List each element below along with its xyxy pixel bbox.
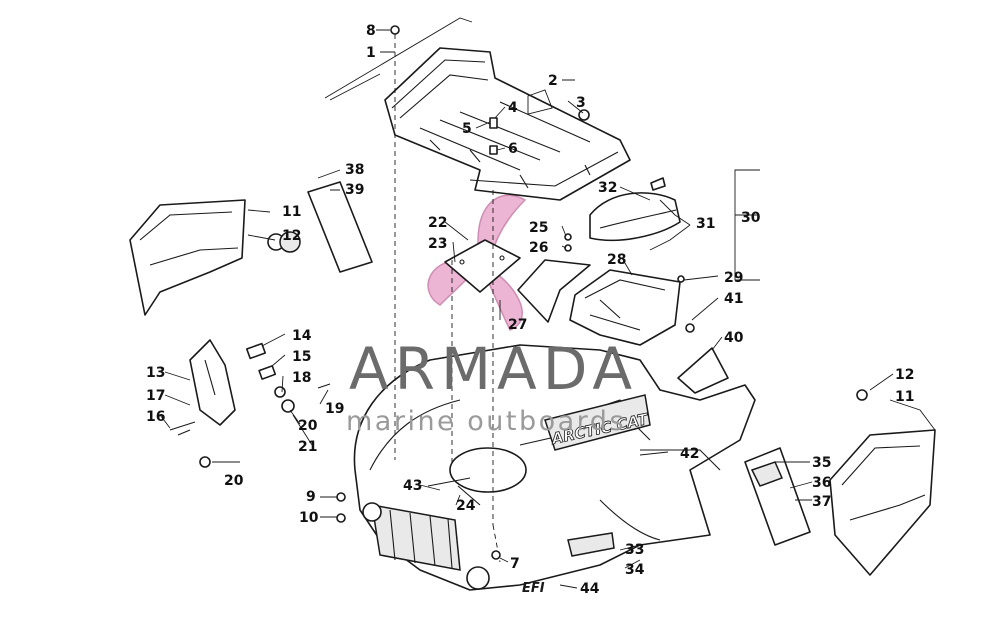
callout-14: 14 xyxy=(292,328,312,344)
callout-39: 39 xyxy=(345,182,364,198)
decal-38-39 xyxy=(307,181,373,273)
callout-40: 40 xyxy=(724,330,744,346)
callout-22: 22 xyxy=(428,215,447,231)
callout-9: 9 xyxy=(306,489,316,505)
callout-23: 23 xyxy=(428,236,447,252)
callout-5: 5 xyxy=(462,121,472,137)
callout-2: 2 xyxy=(548,73,558,89)
callout-6: 6 xyxy=(508,141,518,157)
callout-44: 44 xyxy=(580,581,600,597)
callout-17: 17 xyxy=(146,388,165,404)
callout-7: 7 xyxy=(510,556,520,572)
callout-15: 15 xyxy=(292,349,311,365)
callout-26: 26 xyxy=(529,240,548,256)
callout-24: 24 xyxy=(456,498,476,514)
callout-30: 30 xyxy=(741,210,761,226)
storage-compartment xyxy=(569,269,681,346)
bracket-22 xyxy=(444,239,521,293)
callout-41: 41 xyxy=(724,291,743,307)
callout-20-lower: 20 xyxy=(224,473,244,489)
front-body: ARCTIC CAT EFI xyxy=(353,344,756,596)
callout-28: 28 xyxy=(607,252,626,268)
callout-21: 21 xyxy=(298,439,317,455)
decal-40 xyxy=(677,347,729,394)
callout-43: 43 xyxy=(403,478,422,494)
right-side-panel xyxy=(829,429,936,576)
rear-rack xyxy=(324,17,631,201)
decal-35-37 xyxy=(744,447,811,546)
callout-27: 27 xyxy=(508,317,527,333)
panel-27 xyxy=(517,259,591,323)
callout-42: 42 xyxy=(680,446,699,462)
callout-34: 34 xyxy=(625,562,645,578)
callout-19: 19 xyxy=(325,401,344,417)
decal-35-strip xyxy=(750,461,784,487)
callout-3: 3 xyxy=(576,95,586,111)
callout-1: 1 xyxy=(366,45,376,61)
callout-8: 8 xyxy=(366,23,376,39)
leader-lines xyxy=(159,29,936,589)
callout-numbers: 8 1 2 3 4 5 6 38 39 11 12 32 31 30 22 23… xyxy=(146,23,914,597)
callout-25: 25 xyxy=(529,220,548,236)
callout-13: 13 xyxy=(146,365,165,381)
callout-35: 35 xyxy=(812,455,831,471)
callout-38: 38 xyxy=(345,162,364,178)
callout-12-right: 12 xyxy=(895,367,914,383)
callout-18: 18 xyxy=(292,370,311,386)
callout-29: 29 xyxy=(724,270,743,286)
callout-32: 32 xyxy=(598,180,617,196)
callout-37: 37 xyxy=(812,494,831,510)
watermark-subtitle: marine outboards xyxy=(346,406,626,437)
efi-badge: EFI xyxy=(522,581,545,596)
callout-12-left: 12 xyxy=(282,228,301,244)
watermark-title: ARMADA xyxy=(349,335,638,403)
callout-20-upper: 20 xyxy=(298,418,318,434)
callout-31: 31 xyxy=(696,216,715,232)
callout-36: 36 xyxy=(812,475,831,491)
headlight-assembly xyxy=(169,339,331,468)
callout-11-left: 11 xyxy=(282,204,301,220)
callout-11-right: 11 xyxy=(895,389,914,405)
left-side-panel xyxy=(129,199,301,316)
callout-33: 33 xyxy=(625,542,644,558)
callout-16: 16 xyxy=(146,409,165,425)
callout-4: 4 xyxy=(508,100,518,116)
callout-10: 10 xyxy=(299,510,319,526)
